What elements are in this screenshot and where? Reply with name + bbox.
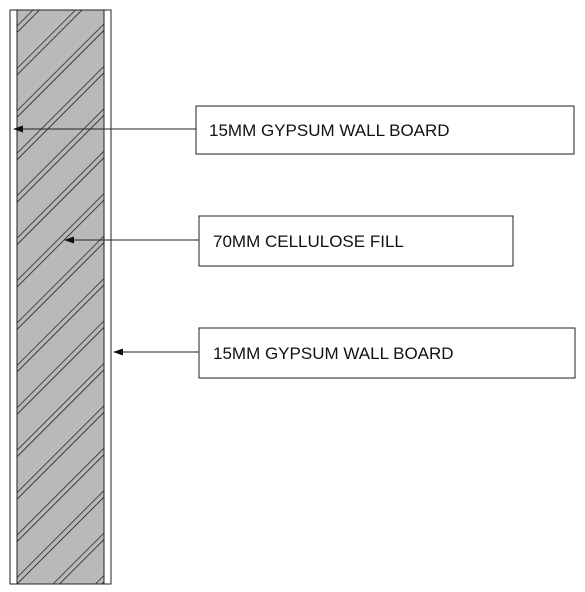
arrowhead-icon [13, 125, 23, 133]
callout-outer-board: 15MM GYPSUM WALL BOARD [13, 105, 575, 155]
inner-gypsum-board [103, 9, 112, 585]
label-box [198, 327, 576, 379]
callout-inner-board: 15MM GYPSUM WALL BOARD [113, 327, 576, 379]
callout-fill: 70MM CELLULOSE FILL [64, 215, 514, 267]
arrowhead-icon [113, 348, 123, 356]
label-board-inner: 15MM GYPSUM WALL BOARD [213, 344, 454, 363]
label-box [195, 105, 575, 155]
label-box [198, 215, 514, 267]
wall-section [9, 9, 112, 585]
label-fill: 70MM CELLULOSE FILL [213, 232, 404, 251]
arrowhead-icon [64, 236, 74, 244]
cellulose-fill-core [16, 9, 105, 585]
outer-gypsum-board [9, 9, 18, 585]
label-board-outer: 15MM GYPSUM WALL BOARD [209, 121, 450, 140]
